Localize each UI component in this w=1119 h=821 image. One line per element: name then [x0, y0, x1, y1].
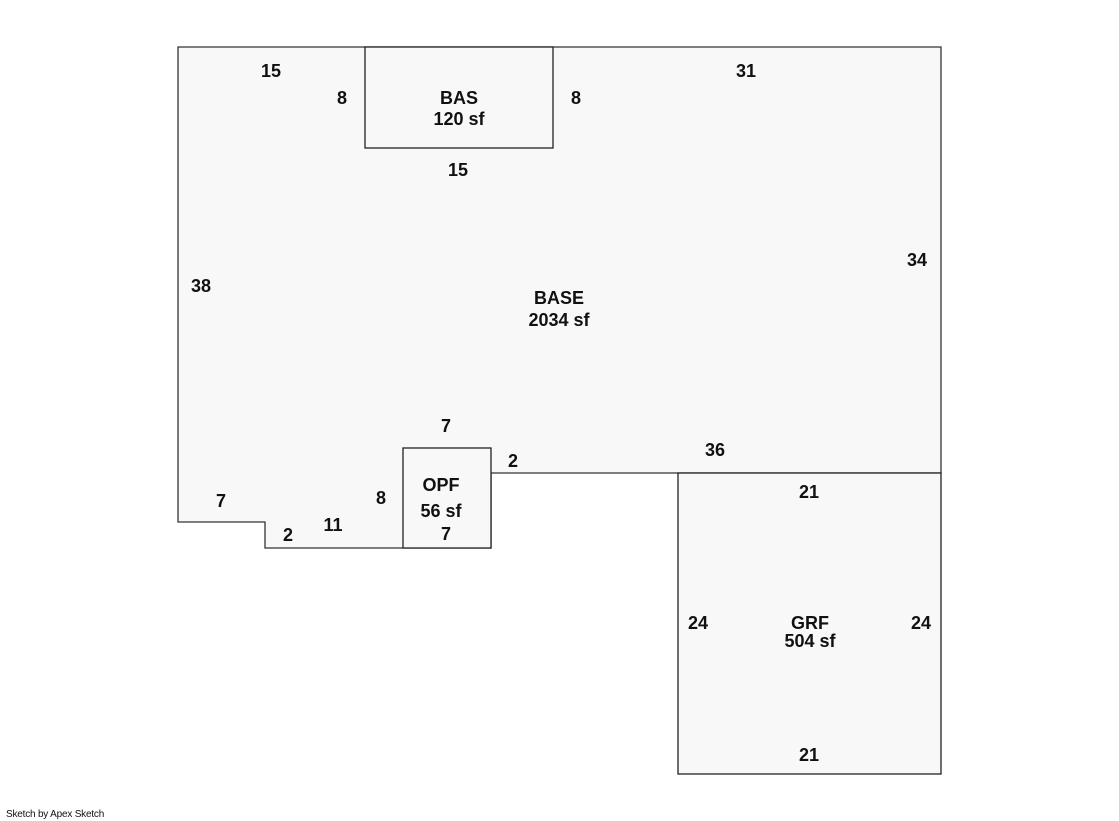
bas-area-outline	[364, 46, 554, 149]
base-dim-step-left: 7	[216, 491, 226, 511]
base-dim-right: 34	[907, 250, 927, 270]
opf-area-size: 56 sf	[420, 501, 462, 521]
bas-dim-right: 8	[571, 88, 581, 108]
base-area-size: 2034 sf	[528, 310, 590, 330]
bas-dim-left: 8	[337, 88, 347, 108]
base-dim-step-bottom: 2	[283, 525, 293, 545]
base-dim-top-left: 15	[261, 61, 281, 81]
sketch-credit: Sketch by Apex Sketch	[6, 809, 105, 820]
grf-dim-top: 21	[799, 482, 819, 502]
opf-dim-bottom: 7	[441, 524, 451, 544]
grf-area-outline	[677, 472, 942, 775]
grf-dim-left: 24	[688, 613, 708, 633]
base-dim-bottom-mid: 11	[323, 515, 342, 535]
opf-dim-left: 8	[376, 488, 386, 508]
bas-area-name: BAS	[440, 88, 478, 108]
bas-area-size: 120 sf	[433, 109, 485, 129]
base-dim-jog-right: 2	[508, 451, 518, 471]
grf-area-name: GRF	[791, 613, 829, 633]
grf-dim-bottom: 21	[799, 745, 819, 765]
grf-dim-right: 24	[911, 613, 931, 633]
grf-area-size: 504 sf	[784, 631, 836, 651]
base-area-name: BASE	[534, 288, 584, 308]
base-dim-left: 38	[191, 276, 211, 296]
base-dim-jog-top: 7	[441, 416, 451, 436]
base-dim-bottom-right: 36	[705, 440, 725, 460]
opf-area-name: OPF	[422, 475, 459, 495]
bas-dim-bottom: 15	[448, 160, 468, 180]
base-dim-top-right: 31	[736, 61, 756, 81]
opf-area-outline	[402, 447, 492, 549]
